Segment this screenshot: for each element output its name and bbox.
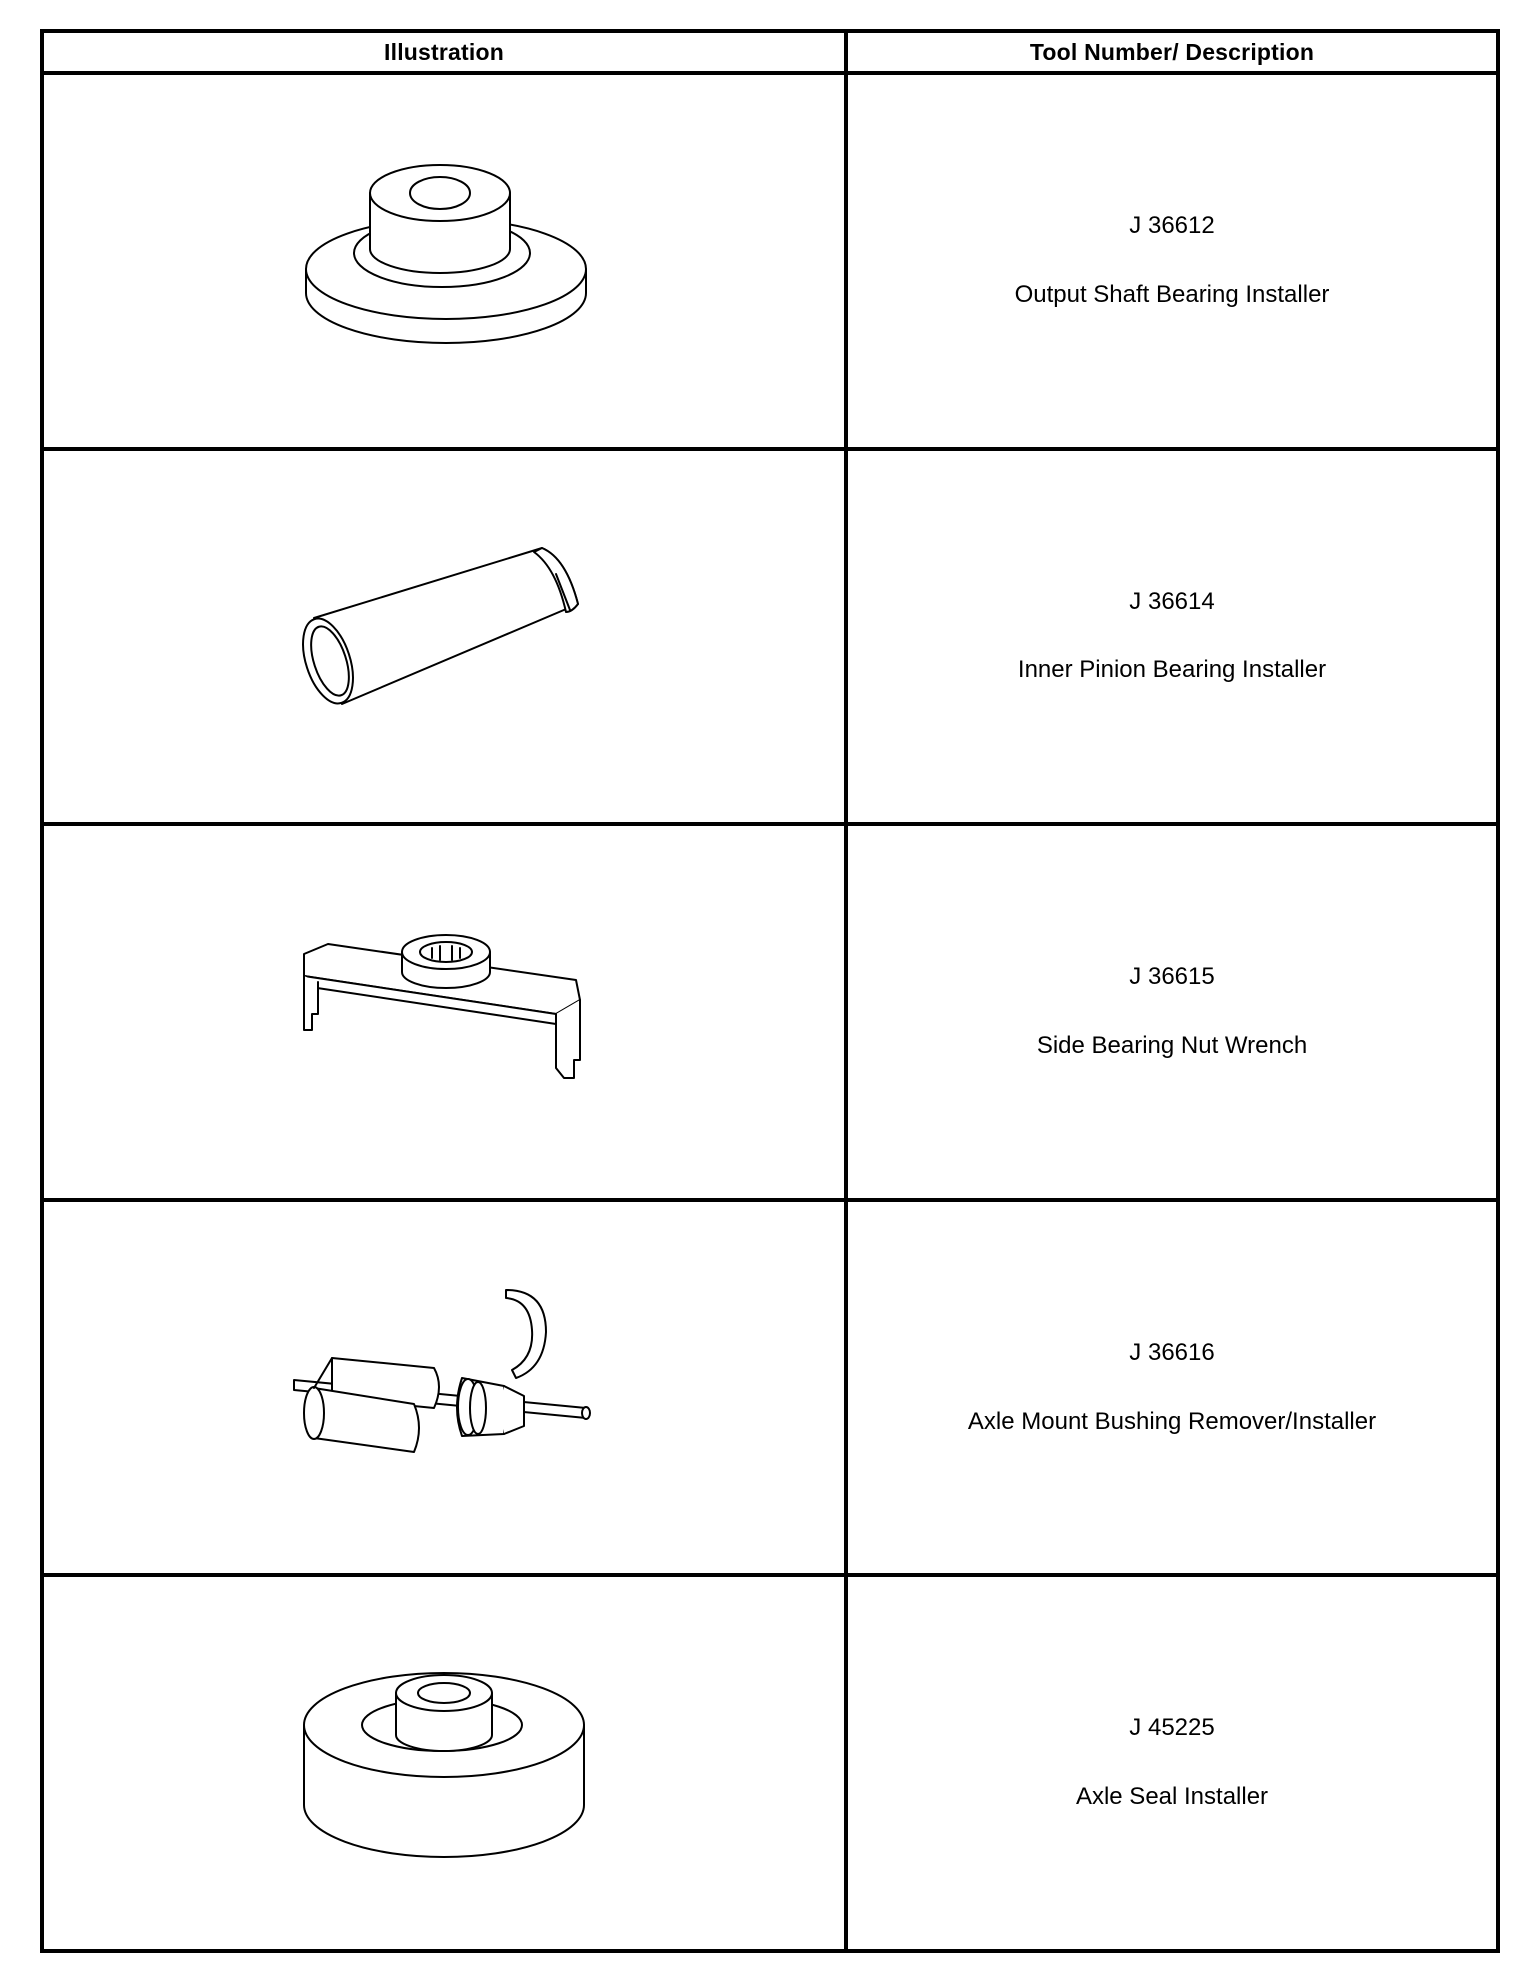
tool-description: Axle Seal Installer — [1075, 1783, 1269, 1811]
table-row: J 36614 Inner Pinion Bearing Installer — [40, 446, 1500, 827]
illustration-cell — [40, 822, 848, 1202]
header-illustration: Illustration — [40, 29, 848, 75]
tool-number: J 36614 — [1129, 587, 1215, 615]
tool-description: Axle Mount Bushing Remover/Installer — [967, 1407, 1377, 1435]
pinion-installer-tube-icon — [302, 547, 579, 706]
tool-number: J 45225 — [1129, 1714, 1215, 1742]
table-row: J 36612 Output Shaft Bearing Installer — [40, 71, 1500, 451]
tool-number: J 36616 — [1129, 1338, 1215, 1366]
description-cell: J 36616 Axle Mount Bushing Remover/Insta… — [844, 1197, 1500, 1578]
nut-wrench-icon — [303, 933, 581, 1079]
tool-number: J 36612 — [1129, 212, 1215, 239]
header-row: Illustration Tool Number/ Description — [40, 29, 1500, 75]
description-cell: J 45225 Axle Seal Installer — [844, 1573, 1500, 1953]
illustration-cell — [40, 1573, 848, 1953]
tool-number: J 36615 — [1129, 963, 1215, 991]
header-description: Tool Number/ Description — [844, 29, 1500, 75]
illustration-cell — [40, 446, 848, 827]
tool-description: Inner Pinion Bearing Installer — [1017, 656, 1327, 684]
table-row: J 45225 Axle Seal Installer — [40, 1573, 1500, 1953]
illustration-cell — [40, 71, 848, 451]
description-cell: J 36614 Inner Pinion Bearing Installer — [844, 446, 1500, 827]
bushing-remover-installer-icon — [293, 1288, 591, 1453]
description-cell: J 36615 Side Bearing Nut Wrench — [844, 822, 1500, 1202]
tool-description: Side Bearing Nut Wrench — [1036, 1031, 1308, 1059]
table-row: J 36616 Axle Mount Bushing Remover/Insta… — [40, 1197, 1500, 1578]
table-row: J 36615 Side Bearing Nut Wrench — [40, 822, 1500, 1202]
illustration-cell — [40, 1197, 848, 1578]
description-cell: J 36612 Output Shaft Bearing Installer — [844, 71, 1500, 451]
tool-description: Output Shaft Bearing Installer — [1014, 280, 1330, 308]
tool-table: Illustration Tool Number/ Description — [40, 29, 1500, 1953]
seal-installer-icon — [303, 1672, 585, 1859]
bearing-installer-icon — [305, 163, 587, 344]
